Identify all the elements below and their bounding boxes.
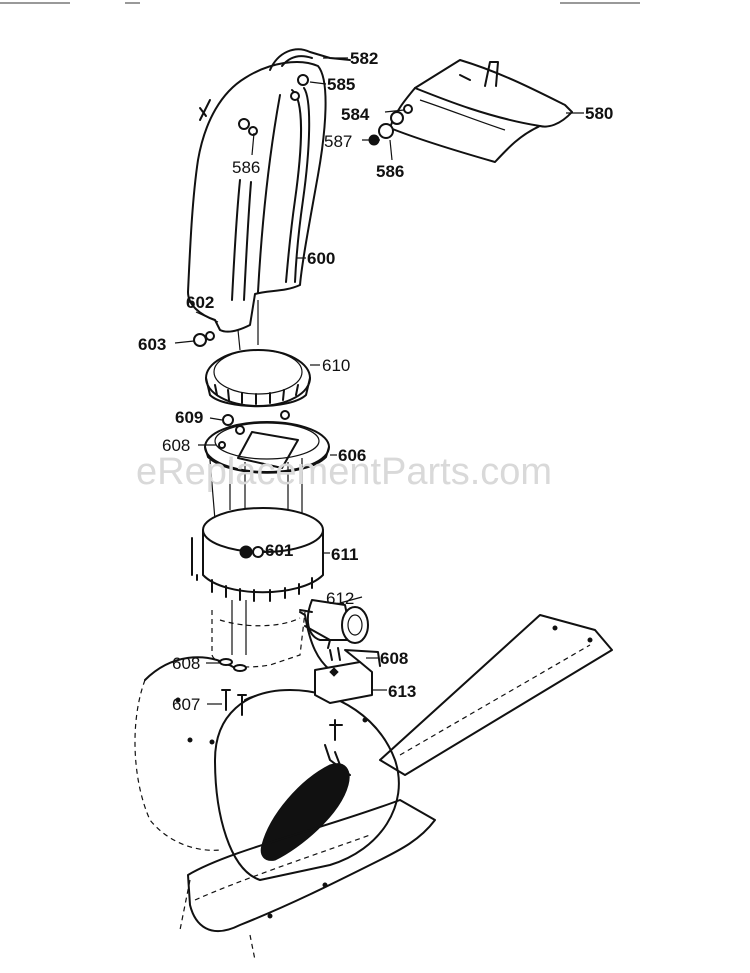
label-613: 613 <box>388 682 416 701</box>
label-611: 611 <box>331 545 358 564</box>
label-608-upper: 608 <box>162 436 190 455</box>
part-labels: 582 585 584 580 587 586 586 600 602 603 … <box>138 49 613 714</box>
blower-housing <box>134 610 613 961</box>
label-610: 610 <box>322 356 350 375</box>
label-601: 601 <box>265 541 293 560</box>
label-612: 612 <box>326 589 354 608</box>
chute-base-ring <box>191 507 324 602</box>
label-609: 609 <box>175 408 203 427</box>
label-586-right: 586 <box>376 162 404 181</box>
chute-ring <box>193 331 311 408</box>
watermark-text: eReplacementParts.com <box>136 451 552 493</box>
discharge-chute <box>187 61 327 333</box>
flange-plate <box>204 410 330 474</box>
chute-handle-rod <box>269 48 351 101</box>
label-602: 602 <box>186 293 214 312</box>
chute-motor <box>299 599 369 649</box>
label-600: 600 <box>307 249 335 268</box>
assembly-guide-lines <box>209 300 303 655</box>
label-608-lower: 608 <box>172 654 200 673</box>
bolts-and-washers <box>219 658 343 741</box>
motor-bracket <box>314 647 381 704</box>
label-580: 580 <box>585 104 613 123</box>
label-608-right: 608 <box>380 649 408 668</box>
label-607: 607 <box>172 695 200 714</box>
chute-deflector <box>368 59 573 163</box>
leader-lines <box>174 57 584 705</box>
label-585: 585 <box>327 75 355 94</box>
label-586-left: 586 <box>232 158 260 177</box>
label-582: 582 <box>350 49 378 68</box>
label-587: 587 <box>324 132 352 151</box>
label-603: 603 <box>138 335 166 354</box>
label-606: 606 <box>338 446 366 465</box>
label-584: 584 <box>341 105 370 124</box>
